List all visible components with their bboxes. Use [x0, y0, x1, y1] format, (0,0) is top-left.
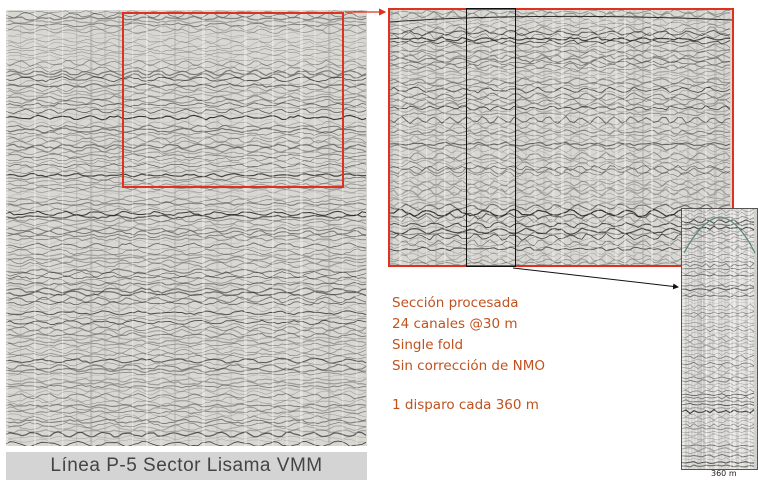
zoomed-section-image — [388, 8, 734, 267]
note-processed: Sección procesada — [392, 295, 519, 311]
processing-notes: Sección procesada 24 canales @30 m Singl… — [392, 293, 545, 416]
caption-text: Línea P-5 Sector Lisama VMM — [50, 455, 323, 476]
section-caption: Línea P-5 Sector Lisama VMM — [6, 452, 367, 480]
scale-label: 360 m — [711, 469, 737, 478]
note-fold: Single fold — [392, 337, 464, 353]
note-nmo: Sin corrección de NMO — [392, 358, 545, 374]
shot-record-image — [681, 208, 758, 470]
note-channels: 24 canales @30 m — [392, 316, 518, 332]
seismic-traces-detail — [682, 209, 757, 469]
seismic-traces-zoom — [390, 10, 732, 265]
arrow-to-detail — [512, 267, 679, 290]
note-shot-interval: 1 disparo cada 360 m — [392, 397, 539, 413]
seismic-traces-main — [6, 10, 367, 446]
seismic-section-image — [6, 10, 367, 446]
